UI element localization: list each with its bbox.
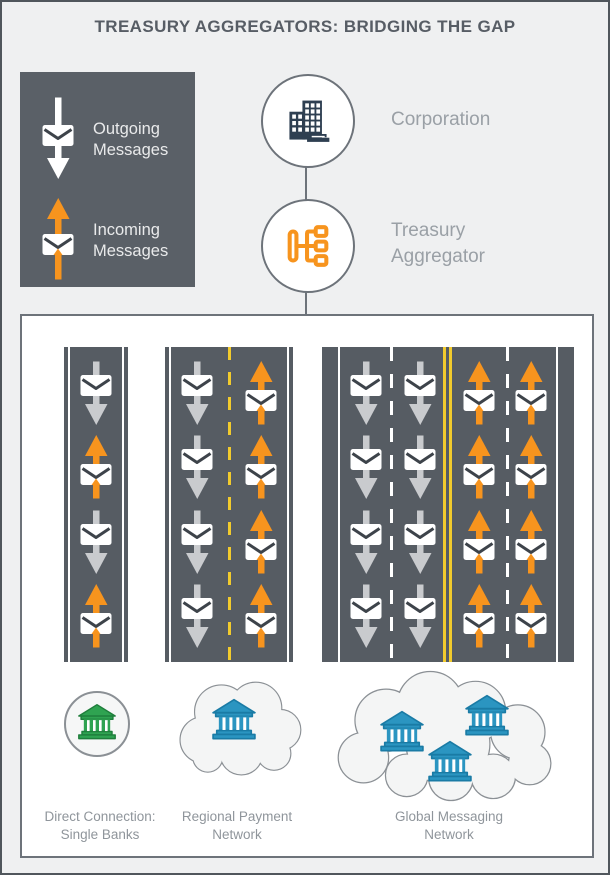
outgoing-message-arrow-icon bbox=[350, 361, 382, 425]
road-edge-line bbox=[169, 347, 171, 662]
road-edge-line bbox=[287, 347, 289, 662]
lane-incoming bbox=[509, 347, 553, 662]
white-dashed-lane-line bbox=[506, 347, 509, 662]
road-edge-line bbox=[556, 347, 558, 662]
yellow-center-line bbox=[449, 347, 452, 662]
incoming-message-arrow-icon bbox=[463, 361, 495, 425]
legend-item-incoming: Incoming Messages bbox=[36, 197, 169, 286]
incoming-message-arrow-icon bbox=[515, 435, 547, 499]
outgoing-message-arrow-icon bbox=[181, 361, 213, 425]
bank-glyph bbox=[428, 740, 472, 782]
bank-glyph bbox=[212, 698, 256, 740]
bank-icon bbox=[77, 703, 117, 745]
road-edge-line bbox=[68, 347, 70, 662]
page-title: TREASURY AGGREGATORS: BRIDGING THE GAP bbox=[94, 17, 516, 36]
incoming-message-arrow-icon bbox=[245, 583, 277, 648]
outgoing-message-arrow-icon bbox=[350, 510, 382, 574]
outgoing-message-arrow-icon bbox=[350, 435, 382, 500]
lane-incoming bbox=[239, 347, 283, 662]
outgoing-message-arrow-icon bbox=[404, 584, 436, 648]
incoming-message-arrow-icon bbox=[515, 583, 547, 648]
outgoing-message-arrow-icon bbox=[404, 435, 436, 500]
endpoint-label-regional-network: Regional Payment Network bbox=[181, 809, 293, 842]
lane-outgoing bbox=[398, 347, 442, 662]
lane-outgoing bbox=[344, 347, 388, 662]
bank-glyph bbox=[380, 710, 424, 752]
global-network-cloud bbox=[330, 665, 566, 807]
incoming-message-arrow-icon bbox=[463, 435, 495, 499]
outgoing-message-arrow-icon bbox=[350, 584, 382, 648]
incoming-message-arrow-icon bbox=[80, 435, 112, 499]
bank-icon bbox=[379, 710, 425, 752]
corporation-node bbox=[261, 74, 355, 168]
outgoing-message-arrow-icon bbox=[181, 584, 213, 648]
outgoing-message-arrow-icon bbox=[36, 96, 80, 185]
corporation-label: Corporation bbox=[391, 109, 491, 130]
road-direct-connection bbox=[64, 347, 128, 662]
incoming-message-arrow-icon bbox=[463, 509, 495, 574]
legend-item-label: Incoming Messages bbox=[93, 221, 169, 260]
bank-glyph bbox=[78, 703, 116, 740]
treasury-aggregator-label: Treasury Aggregator bbox=[391, 220, 486, 267]
outgoing-message-arrow-icon bbox=[181, 510, 213, 574]
treasury-aggregator-node bbox=[261, 199, 355, 293]
single-bank-circle bbox=[64, 691, 130, 757]
incoming-message-arrow-icon bbox=[42, 197, 74, 279]
legend-box: Outgoing Messages Incoming Messages bbox=[20, 72, 195, 287]
lane-mixed bbox=[74, 347, 118, 662]
incoming-message-arrow-icon bbox=[515, 361, 547, 425]
building-icon bbox=[289, 100, 330, 142]
network-panel: Direct Connection: Single Banks Regional… bbox=[20, 314, 594, 858]
incoming-message-arrow-icon bbox=[245, 361, 277, 425]
outgoing-message-arrow-icon bbox=[181, 435, 213, 500]
incoming-message-arrow-icon bbox=[463, 583, 495, 648]
outgoing-message-arrow-icon bbox=[80, 510, 112, 574]
cloud-shape bbox=[337, 670, 552, 802]
incoming-message-arrow-icon bbox=[80, 583, 112, 648]
incoming-message-arrow-icon bbox=[36, 197, 80, 286]
bank-glyph bbox=[465, 694, 509, 736]
endpoint-label-single-banks: Direct Connection: Single Banks bbox=[44, 809, 156, 842]
lane-incoming bbox=[457, 347, 501, 662]
road-edge-line bbox=[122, 347, 124, 662]
incoming-message-arrow-icon bbox=[245, 435, 277, 499]
white-dashed-lane-line bbox=[390, 347, 393, 662]
road-global-network bbox=[322, 347, 574, 662]
bank-icon bbox=[464, 694, 510, 736]
legend-item-outgoing: Outgoing Messages bbox=[36, 97, 168, 183]
outgoing-message-arrow-icon bbox=[404, 361, 436, 425]
road-edge-line bbox=[338, 347, 340, 662]
road-regional-network bbox=[165, 347, 293, 662]
incoming-message-arrow-icon bbox=[515, 509, 547, 574]
outgoing-message-arrow-icon bbox=[42, 97, 74, 179]
yellow-dashed-center-line bbox=[227, 347, 231, 662]
outgoing-message-arrow-icon bbox=[80, 361, 112, 425]
endpoint-label-global-network: Global Messaging Network bbox=[394, 809, 504, 842]
lane-outgoing bbox=[175, 347, 219, 662]
outgoing-message-arrow-icon bbox=[404, 510, 436, 574]
bank-icon bbox=[427, 740, 473, 782]
legend-item-label: Outgoing Messages bbox=[93, 120, 169, 159]
bank-icon bbox=[211, 698, 257, 740]
yellow-center-line bbox=[443, 347, 446, 662]
incoming-message-arrow-icon bbox=[245, 509, 277, 574]
org-network-icon bbox=[287, 225, 329, 267]
